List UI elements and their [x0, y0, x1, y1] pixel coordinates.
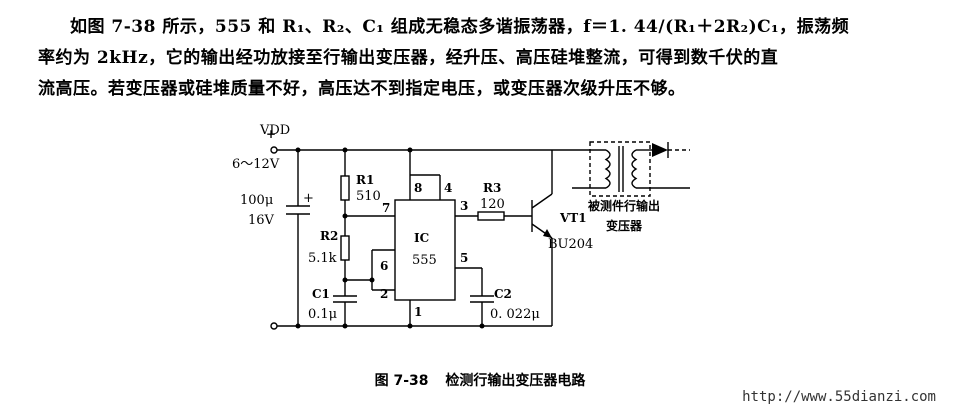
watermark: http://www.55dianzi.com — [742, 389, 936, 405]
paragraph-line-2: 率约为 2kHz，它的输出经功放接至行输出变压器，经升压、高压硅堆整流，可得到数… — [38, 48, 779, 68]
pin-8-label: 8 — [414, 181, 422, 195]
transistor-type: BU204 — [548, 237, 593, 252]
supply-range-label: 6～12V — [232, 157, 280, 172]
figure-title: 检测行输出变压器电路 — [445, 373, 586, 389]
capacitor-c1 — [333, 295, 357, 326]
c1-value: 0.1μ — [308, 307, 337, 322]
resistor-r2 — [340, 235, 350, 296]
cap-main-voltage: 16V — [248, 213, 275, 228]
wire-pin5-c2 — [455, 267, 494, 326]
cap-main-value: 100μ — [240, 193, 273, 208]
dut-label-line-1: 被测件行输出 — [588, 198, 660, 213]
description-paragraph: 如图 7-38 所示，555 和 R₁、R₂、C₁ 组成无稳态多谐振荡器，f＝1… — [38, 12, 938, 105]
c1-label: C1 — [312, 287, 330, 301]
paragraph-line-1: 如图 7-38 所示，555 和 R₁、R₂、C₁ 组成无稳态多谐振荡器，f＝1… — [70, 17, 850, 37]
r3-value: 120 — [480, 197, 505, 212]
pin-2-label: 2 — [380, 287, 388, 301]
figure-number: 图 7-38 — [374, 373, 429, 389]
wire-pin8-pin4 — [409, 150, 441, 200]
pin-7-label: 7 — [382, 201, 390, 215]
supply-plus-label: + — [266, 127, 276, 141]
capacitor-main — [286, 150, 310, 326]
wire-pin3-r3 — [455, 211, 532, 221]
vdd-label: VDD — [259, 123, 290, 138]
r3-label: R3 — [483, 181, 501, 195]
r1-label: R1 — [356, 173, 374, 187]
pin-3-label: 3 — [460, 199, 468, 213]
wire-top-rail — [270, 146, 572, 154]
hv-diode — [652, 142, 690, 158]
pin-4-label: 4 — [444, 181, 452, 195]
dut-label-line-2: 变压器 — [606, 218, 643, 233]
pin-6-label: 6 — [380, 259, 388, 273]
pin-5-label: 5 — [460, 251, 468, 265]
paragraph-line-3: 流高压。若变压器或硅堆质量不好，高压达不到指定电压，或变压器次级升压不够。 — [38, 79, 686, 99]
r1-value: 510 — [356, 189, 381, 204]
pin-1-label: 1 — [414, 305, 422, 319]
wire-ground-rail — [270, 322, 552, 330]
wire-pin6-pin2 — [345, 249, 395, 291]
ic-555-body — [394, 199, 456, 301]
resistor-r1 — [340, 150, 350, 236]
cap-main-polarity: + — [303, 191, 314, 206]
transistor-label: VT1 — [559, 211, 587, 225]
ic-type: 555 — [412, 253, 437, 268]
figure-caption: 图 7-38 检测行输出变压器电路 — [0, 370, 960, 390]
c2-value: 0. 022μ — [490, 307, 540, 322]
transistor-vt1 — [531, 150, 553, 326]
transformer — [572, 141, 690, 197]
r2-value: 5.1k — [308, 251, 337, 266]
c2-label: C2 — [494, 287, 512, 301]
r2-label: R2 — [320, 229, 338, 243]
ic-label: IC — [414, 231, 429, 245]
